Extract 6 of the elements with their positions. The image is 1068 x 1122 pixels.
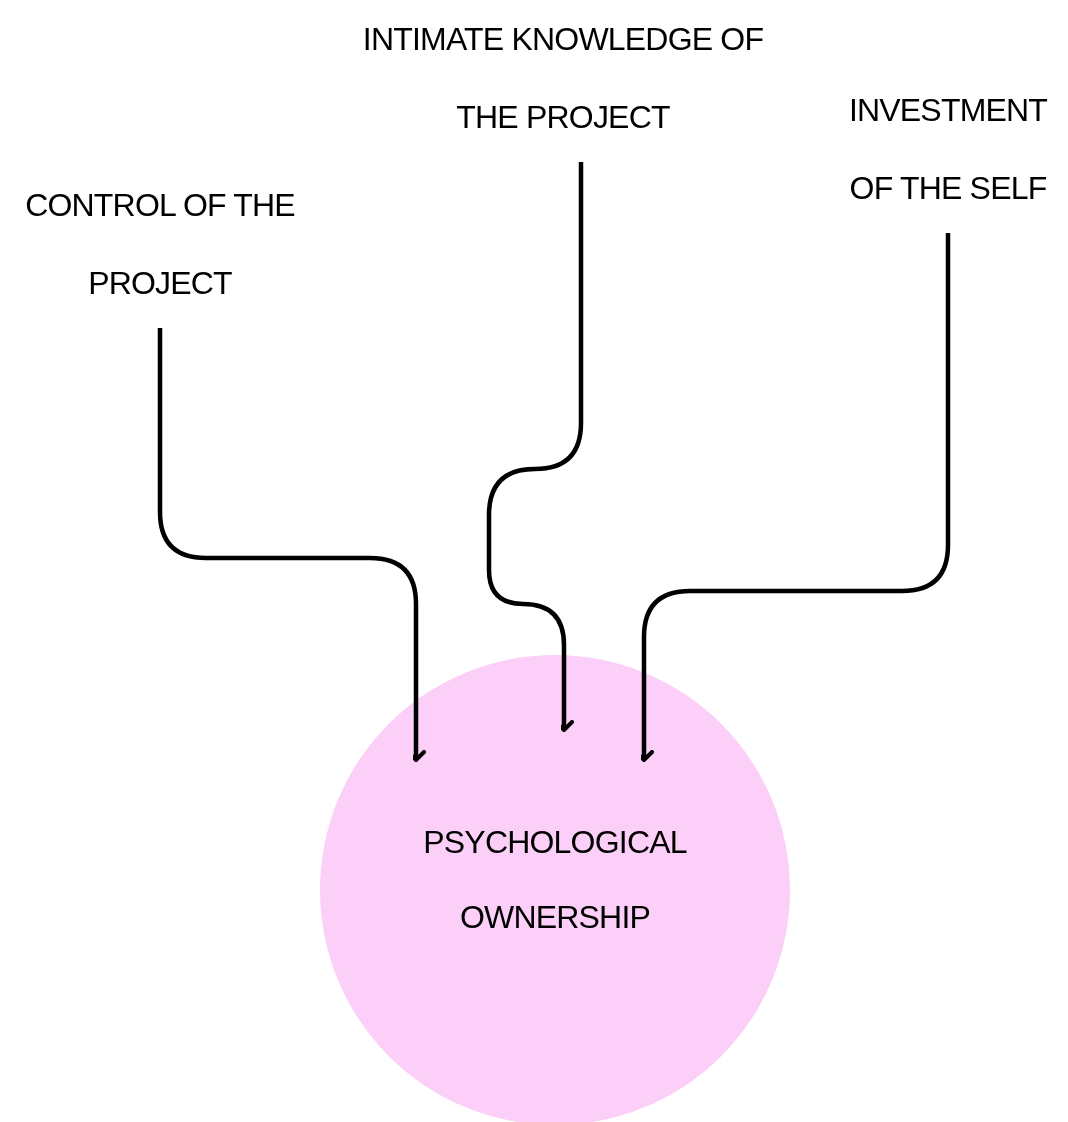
arrow (157, 328, 426, 762)
text-label: INTIMATE KNOWLEDGE OF THE PROJECT (353, 0, 773, 156)
node-label: PSYCHOLOGICAL OWNERSHIP (422, 823, 688, 937)
arrow (486, 162, 584, 732)
text-label: INVESTMENT OF THE SELF (833, 71, 1063, 227)
text-label: CONTROL OF THE PROJECT (0, 166, 320, 322)
